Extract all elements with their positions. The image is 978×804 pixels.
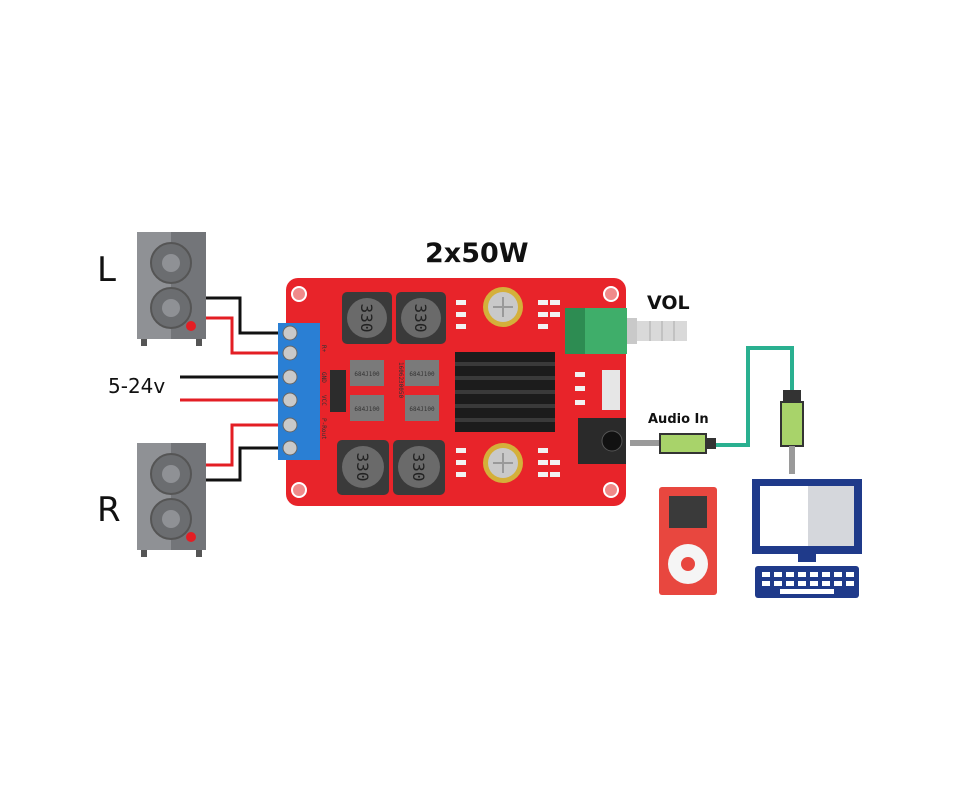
inductor-top-right: 330 xyxy=(396,292,446,344)
diagram-title: 2x50W xyxy=(425,238,529,269)
film-capacitor-1 xyxy=(350,360,384,386)
speaker-right-woofer-top-center xyxy=(162,465,180,483)
keyboard-keys xyxy=(762,572,854,594)
inductor-top-left-marking: 330 xyxy=(357,304,376,333)
wires xyxy=(180,296,290,482)
terminal-screw-3 xyxy=(282,369,298,385)
terminal-screw-6 xyxy=(282,440,298,456)
film-capacitor-2 xyxy=(350,395,384,421)
speaker-left-woofer-bottom-center xyxy=(162,299,180,317)
film-capacitor-4 xyxy=(405,395,439,421)
monitor-screen-left xyxy=(760,486,808,546)
inductor-bottom-left-marking: 330 xyxy=(353,453,372,482)
board-hole-tl xyxy=(291,286,307,302)
regulator-chip xyxy=(330,370,346,412)
terminal-screw-4 xyxy=(282,392,298,408)
inductor-top-right-marking: 330 xyxy=(411,304,430,333)
terminal-labels: R+ GND VCC P-Rout xyxy=(320,345,327,440)
potentiometer-collar xyxy=(627,318,637,344)
speaker-left-foot-right xyxy=(196,339,202,346)
computer xyxy=(752,479,862,598)
speaker-right xyxy=(137,443,206,557)
inductor-bottom-right: 330 xyxy=(393,440,445,495)
electrolytic-capacitor-top xyxy=(483,287,523,327)
terminal-screw-2 xyxy=(282,345,298,361)
speaker-left xyxy=(137,232,206,346)
film-capacitor-2-marking: 684J100 xyxy=(354,406,380,413)
wire-left-ground xyxy=(206,296,290,335)
board-hole-br xyxy=(603,482,619,498)
wire-right-power xyxy=(206,423,290,467)
heatsink xyxy=(455,352,555,432)
speaker-right-label: R xyxy=(97,490,121,530)
inductor-top-left: 330 xyxy=(342,292,392,344)
wire-right-ground xyxy=(206,446,290,482)
amplifier-board: R+ GND VCC P-Rout 330 330 330 330 xyxy=(278,278,687,506)
film-capacitor-3-marking: 684J100 xyxy=(409,371,435,378)
smd-components xyxy=(456,300,585,477)
speaker-left-foot-left xyxy=(141,339,147,346)
terminal-screws xyxy=(282,325,298,456)
music-player-center-button xyxy=(681,557,695,571)
speaker-right-foot-left xyxy=(141,550,147,557)
audio-in-label: Audio In xyxy=(648,412,709,427)
audio-cable xyxy=(630,346,804,474)
speaker-left-led xyxy=(186,321,196,331)
power-supply-label: 5-24v xyxy=(108,374,166,398)
board-connector xyxy=(602,370,620,410)
terminal-screw-5 xyxy=(282,417,298,433)
terminal-label-2: GND xyxy=(320,372,327,383)
monitor-stand xyxy=(798,554,816,562)
audio-cable-line xyxy=(714,346,794,447)
audio-plug-computer xyxy=(780,390,804,474)
volume-potentiometer xyxy=(565,308,687,354)
film-capacitors: 684J100 684J100 684J100 684J100 16062300… xyxy=(330,360,439,421)
terminal-label-1: R+ xyxy=(320,345,327,353)
terminal-screw-1 xyxy=(282,325,298,341)
board-hole-tr xyxy=(603,286,619,302)
monitor-screen-right xyxy=(808,486,854,546)
music-player xyxy=(659,487,717,595)
inductor-bottom-left: 330 xyxy=(337,440,389,495)
board-hole-bl xyxy=(291,482,307,498)
speaker-right-led xyxy=(186,532,196,542)
film-capacitor-3 xyxy=(405,360,439,386)
speaker-left-label: L xyxy=(97,250,116,290)
electrolytic-capacitor-bottom xyxy=(483,443,523,483)
volume-label: VOL xyxy=(647,292,690,314)
wire-left-power xyxy=(206,316,290,355)
inductor-bottom-right-marking: 330 xyxy=(409,453,428,482)
speaker-right-woofer-bottom-center xyxy=(162,510,180,528)
music-player-screen xyxy=(669,496,707,528)
film-capacitor-1-marking: 684J100 xyxy=(354,371,380,378)
terminal-label-4: P-Rout xyxy=(320,418,327,440)
film-capacitor-4-marking: 684J100 xyxy=(409,406,435,413)
speaker-right-foot-right xyxy=(196,550,202,557)
terminal-block xyxy=(278,323,320,460)
audio-plug-board xyxy=(630,433,716,454)
terminal-label-3: VCC xyxy=(320,395,327,406)
board-serial-marking: 1606230050 xyxy=(397,362,404,399)
speaker-left-woofer-top-center xyxy=(162,254,180,272)
audio-jack xyxy=(578,418,626,464)
